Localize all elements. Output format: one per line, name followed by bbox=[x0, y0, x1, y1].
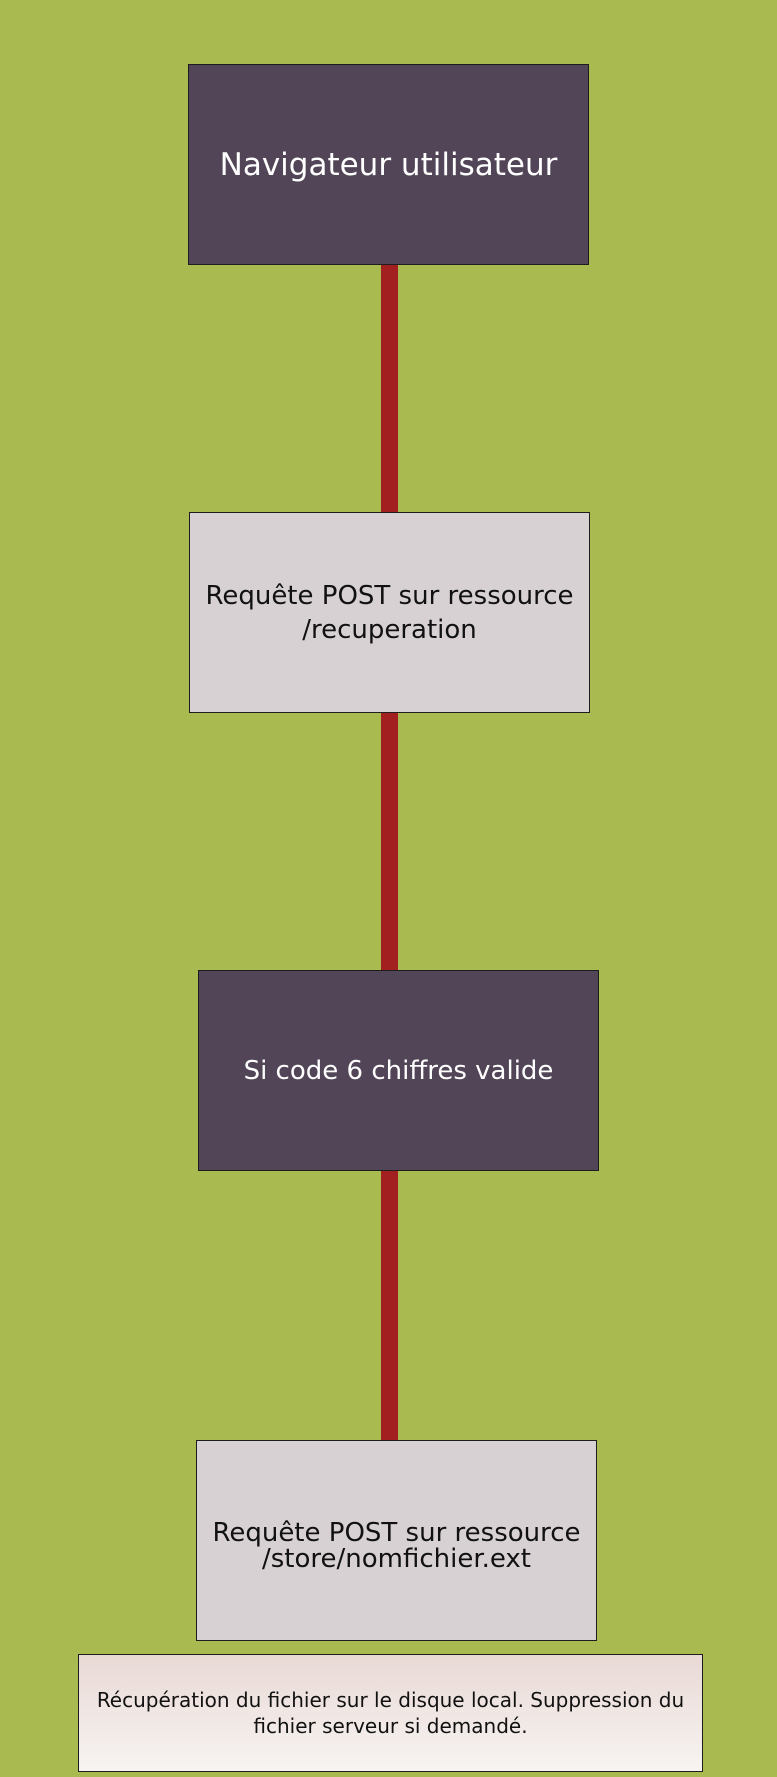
node-requete-post-recuperation: Requête POST sur ressource /recuperation bbox=[189, 512, 590, 713]
node-label: Navigateur utilisateur bbox=[219, 146, 558, 183]
node-requete-post-store: Requête POST sur ressource /store/nomfic… bbox=[196, 1440, 597, 1641]
node-label: Récupération du fichier sur le disque lo… bbox=[96, 1688, 685, 1738]
node-label: Requête POST sur ressource /recuperation bbox=[205, 580, 574, 645]
node-label: Requête POST sur ressource /store/nomfic… bbox=[212, 1518, 581, 1574]
node-code-valide: Si code 6 chiffres valide bbox=[198, 970, 599, 1171]
node-label: Si code 6 chiffres valide bbox=[243, 1055, 554, 1086]
connector-code-to-store bbox=[381, 1170, 398, 1441]
connector-navigateur-to-requete bbox=[381, 264, 398, 513]
node-recuperation-fichier: Récupération du fichier sur le disque lo… bbox=[78, 1654, 703, 1772]
connector-requete-to-code bbox=[381, 712, 398, 971]
node-navigateur-utilisateur: Navigateur utilisateur bbox=[188, 64, 589, 265]
